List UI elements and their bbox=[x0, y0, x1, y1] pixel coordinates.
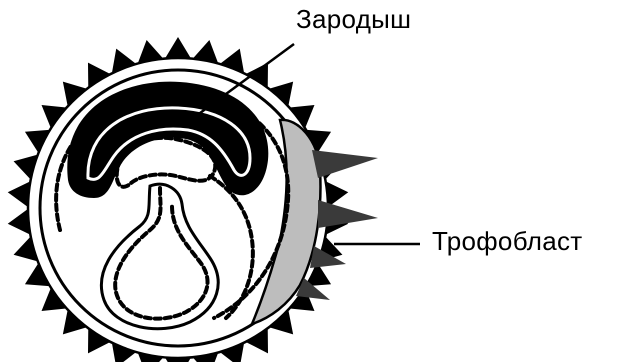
embryo-label: Зародыш bbox=[296, 4, 411, 35]
thorn-1 bbox=[312, 150, 378, 178]
trophoblast-label: Трофобласт bbox=[432, 226, 582, 257]
